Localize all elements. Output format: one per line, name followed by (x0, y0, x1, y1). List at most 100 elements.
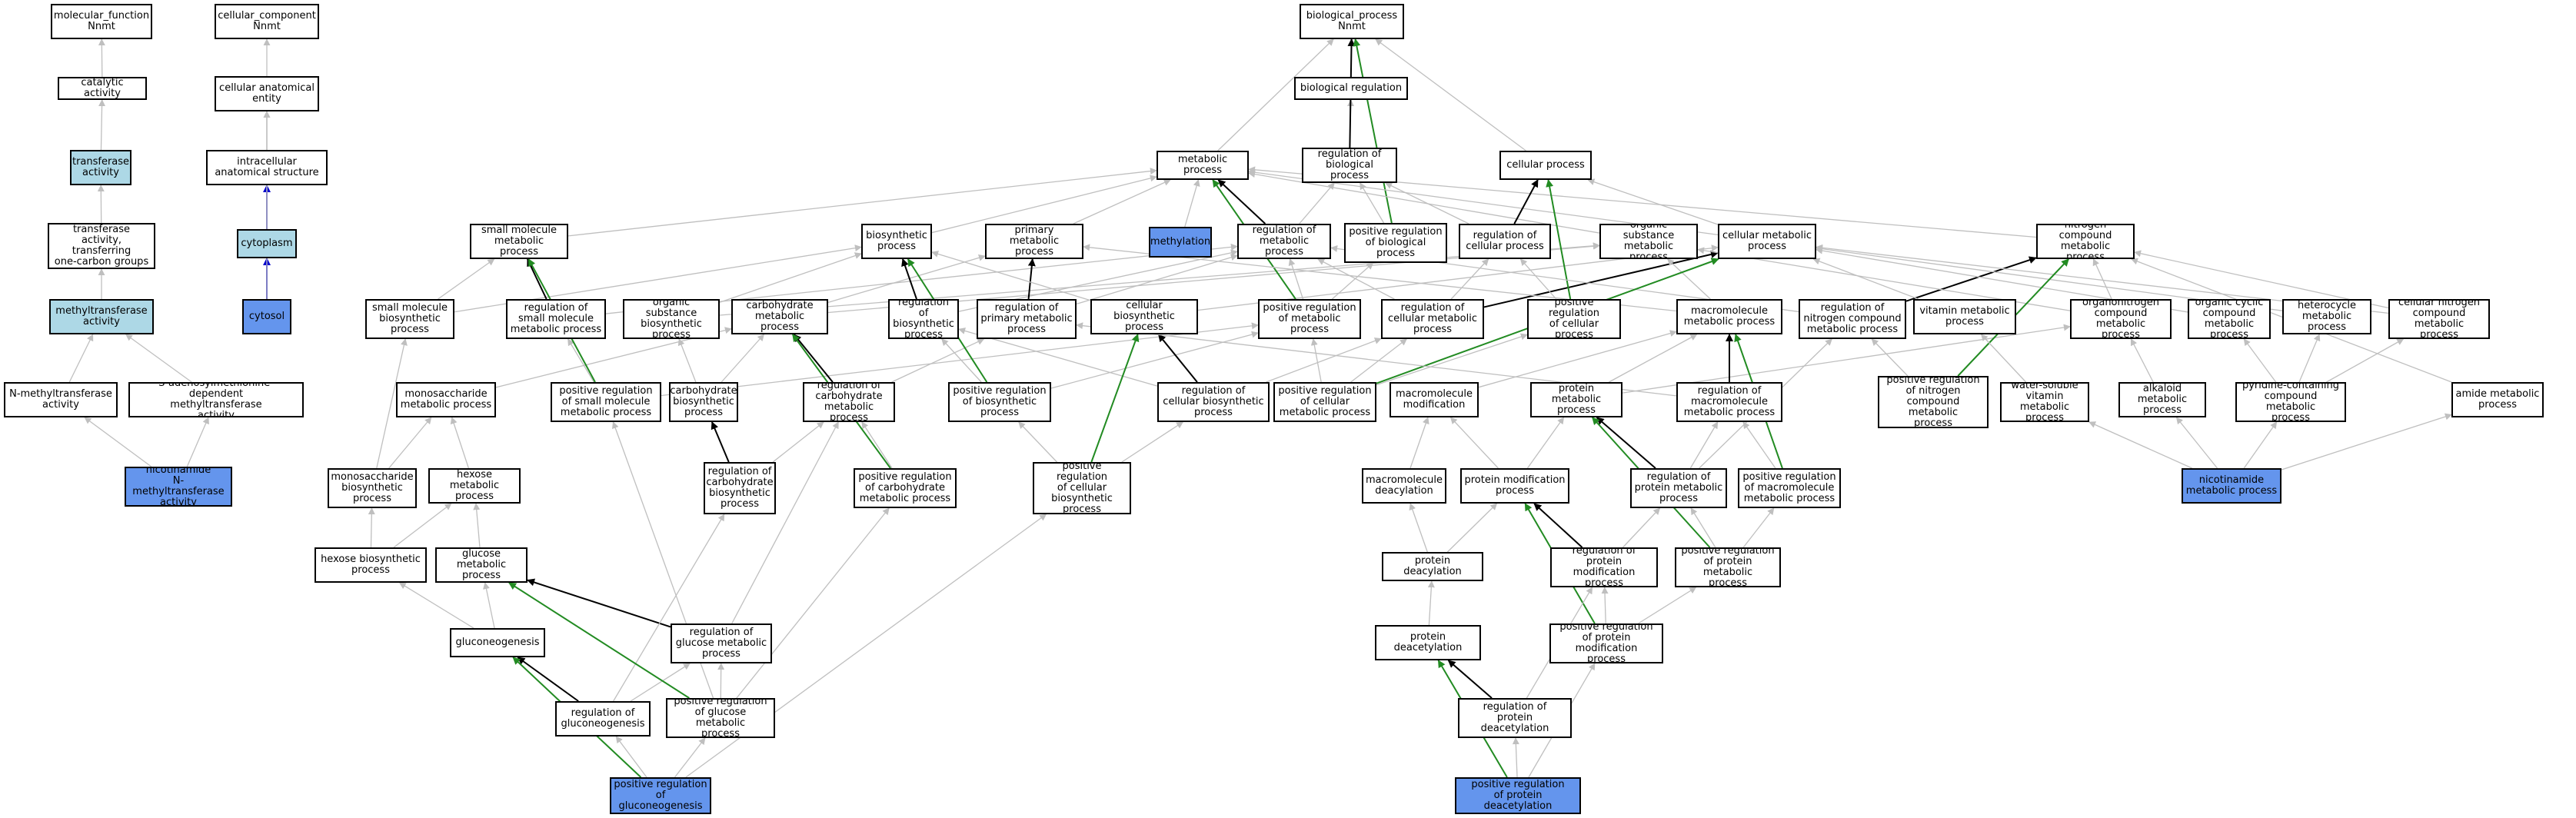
go-term-rsmmp[interactable]: regulation of small molecule metabolic p… (506, 299, 606, 339)
edge-macmod-to-macmp (1478, 330, 1677, 388)
go-term-prmacmp[interactable]: positive regulation of macromolecule met… (1738, 468, 1841, 508)
go-term-glucneo[interactable]: gluconeogenesis (450, 628, 545, 657)
go-term-prcmp[interactable]: positive regulation of cellular metaboli… (1273, 382, 1376, 422)
go-term-cbiosp[interactable]: cellular biosynthetic process (1090, 299, 1198, 334)
go-term-monomp[interactable]: monosaccharide metabolic process (396, 382, 496, 417)
go-term-biosp[interactable]: biosynthetic process (861, 224, 932, 259)
go-term-pmp[interactable]: primary metabolic process (985, 224, 1083, 259)
go-term-cat[interactable]: catalytic activity (58, 77, 147, 100)
go-term-bp[interactable]: biological_process Nnmt (1300, 4, 1404, 39)
go-term-rncmp[interactable]: regulation of nitrogen compound metaboli… (1799, 299, 1906, 339)
go-term-alkmp[interactable]: alkaloid metabolic process (2118, 382, 2206, 417)
go-term-cyto[interactable]: cytoplasm (237, 229, 297, 258)
go-term-rprotmp[interactable]: regulation of protein metabolic process (1630, 468, 1727, 508)
edge-rgluconeo-to-glucneo (517, 657, 579, 702)
go-term-cae[interactable]: cellular anatomical entity (215, 76, 319, 111)
go-term-prbp[interactable]: positive regulation of biological proces… (1344, 223, 1447, 263)
go-term-ta[interactable]: transferase activity (70, 150, 131, 185)
go-term-protmod[interactable]: protein modification process (1460, 468, 1569, 504)
edge-protdeacet-to-protdeac (1427, 580, 1435, 626)
go-term-cmp[interactable]: cellular metabolic process (1718, 224, 1816, 259)
go-term-rpmp[interactable]: regulation of primary metabolic process (977, 299, 1077, 339)
go-term-monobp[interactable]: monosaccharide biosynthetic process (328, 468, 417, 508)
go-term-rcbiosp[interactable]: regulation of cellular biosynthetic proc… (1157, 382, 1270, 422)
go-term-smbp[interactable]: small molecule biosynthetic process (365, 299, 454, 339)
go-term-prgluconeo[interactable]: positive regulation of gluconeogenesis (610, 777, 711, 814)
go-term-hexbp[interactable]: hexose biosynthetic process (315, 547, 427, 583)
go-term-pyrmp[interactable]: pyridine-containing compound metabolic p… (2235, 382, 2346, 422)
go-term-rmp[interactable]: regulation of metabolic process (1237, 224, 1331, 259)
go-term-hexmp[interactable]: hexose metabolic process (428, 468, 521, 504)
edge-rncmp-to-ncmp (1905, 256, 2037, 302)
go-term-samdmta[interactable]: S-adenosylmethionine-dependent methyltra… (128, 382, 304, 417)
go-term-nnmta[interactable]: nicotinamide N-methyltransferase activit… (125, 467, 232, 507)
go-term-nicmp[interactable]: nicotinamide metabolic process (2182, 468, 2281, 504)
edge-macmp-to-osmp (1666, 258, 1711, 300)
edge-nnmta-to-nmta (84, 417, 152, 467)
go-term-occmp[interactable]: organic cyclic compound metabolic proces… (2188, 299, 2271, 339)
go-term-cellp[interactable]: cellular process (1499, 151, 1592, 180)
go-term-prmp[interactable]: positive regulation of metabolic process (1258, 299, 1361, 339)
go-term-macmp[interactable]: macromolecule metabolic process (1676, 299, 1782, 334)
go-term-metp[interactable]: metabolic process (1157, 151, 1249, 180)
go-term-macdeac[interactable]: macromolecule deacylation (1362, 468, 1446, 504)
go-term-rcarbbp[interactable]: regulation of carbohydrate biosynthetic … (704, 462, 776, 514)
go-term-macmod[interactable]: macromolecule modification (1390, 382, 1479, 417)
go-term-hetmp[interactable]: heterocycle metabolic process (2282, 299, 2371, 334)
go-term-rgluconeo[interactable]: regulation of gluconeogenesis (555, 701, 651, 737)
edge-nicmp-to-wsvmp (2088, 421, 2192, 469)
go-term-prglucmp[interactable]: positive regulation of glucose metabolic… (666, 698, 775, 738)
go-term-prcbiosp[interactable]: positive regulation of cellular biosynth… (1033, 462, 1131, 514)
go-term-prprotmp[interactable]: positive regulation of protein metabolic… (1675, 547, 1781, 587)
go-term-osbp[interactable]: organic substance biosynthetic process (623, 299, 720, 339)
go-term-protmp[interactable]: protein metabolic process (1530, 382, 1622, 417)
go-term-smmp[interactable]: small molecule metabolic process (470, 224, 568, 259)
go-term-rglucmp[interactable]: regulation of glucose metabolic process (671, 623, 772, 663)
go-term-breg[interactable]: biological regulation (1294, 77, 1408, 100)
go-term-protdeacet[interactable]: protein deacetylation (1375, 625, 1481, 660)
go-term-rcmp[interactable]: regulation of cellular metabolic process (1381, 299, 1484, 339)
go-term-rbiosp[interactable]: regulation of biosynthetic process (888, 299, 959, 339)
go-term-mta[interactable]: methyltransferase activity (49, 299, 154, 334)
go-term-prprotdeac[interactable]: positive regulation of protein deacetyla… (1455, 777, 1581, 814)
go-term-nmta[interactable]: N-methyltransferase activity (4, 382, 118, 417)
go-term-prcarbmp[interactable]: positive regulation of carbohydrate meta… (854, 468, 957, 508)
edge-rprotmod-to-protmod (1533, 503, 1583, 548)
go-term-carbbp[interactable]: carbohydrate biosynthetic process (669, 382, 738, 422)
edge-prcmp-to-prcp (1376, 333, 1528, 386)
go-term-rbp[interactable]: regulation of biological process (1302, 148, 1397, 183)
go-term-wsvmp[interactable]: water-soluble vitamin metabolic process (2000, 382, 2089, 422)
go-term-rmacmp[interactable]: regulation of macromolecule metabolic pr… (1676, 382, 1782, 422)
go-term-prcp[interactable]: positive regulation of cellular process (1527, 299, 1621, 339)
go-term-prprotmod[interactable]: positive regulation of protein modificat… (1549, 623, 1663, 663)
go-term-ncmp[interactable]: nitrogen compound metabolic process (2036, 224, 2135, 259)
go-term-carbmp[interactable]: carbohydrate metabolic process (731, 299, 828, 334)
go-term-rprotdeac[interactable]: regulation of protein deacetylation (1458, 698, 1572, 738)
edge-rprotmod-to-rprotmp (1622, 507, 1661, 548)
edge-rcbiosp-to-rcmp (1266, 338, 1382, 383)
go-term-rcarbmp[interactable]: regulation of carbohydrate metabolic pro… (803, 382, 895, 422)
go-term-mf[interactable]: molecular_function Nnmt (51, 4, 152, 39)
edge-cbiosp-to-biosp (931, 251, 1091, 301)
edge-biosp-to-metp (931, 175, 1157, 234)
go-term-cytosol[interactable]: cytosol (242, 299, 291, 334)
go-term-oncmp[interactable]: organonitrogen compound metabolic proces… (2070, 299, 2172, 339)
go-term-prncmp[interactable]: positive regulation of nitrogen compound… (1878, 376, 1989, 428)
go-term-tatocg[interactable]: transferase activity, transferring one-c… (48, 223, 155, 269)
edge-cmp-to-cellp (1587, 178, 1719, 225)
go-term-rcp[interactable]: regulation of cellular process (1459, 224, 1551, 259)
go-term-vitmp[interactable]: vitamin metabolic process (1913, 299, 2016, 334)
go-term-methyl[interactable]: methylation (1149, 227, 1212, 258)
go-term-prbiosp[interactable]: positive regulation of biosynthetic proc… (948, 382, 1051, 422)
edge-rsmmp-to-smmp (527, 258, 547, 300)
go-term-prsmmp[interactable]: positive regulation of small molecule me… (551, 382, 661, 422)
go-term-glucmp[interactable]: glucose metabolic process (435, 547, 528, 583)
edge-nicmp-to-amidemp (2281, 413, 2452, 471)
go-term-cc[interactable]: cellular_component Nnmt (215, 4, 319, 39)
go-term-ias[interactable]: intracellular anatomical structure (206, 150, 328, 185)
go-term-amidemp[interactable]: amide metabolic process (2451, 382, 2544, 417)
go-term-rprotmod[interactable]: regulation of protein modification proce… (1550, 547, 1658, 587)
go-term-osmp[interactable]: organic substance metabolic process (1599, 224, 1698, 259)
go-term-cncmp[interactable]: cellular nitrogen compound metabolic pro… (2388, 299, 2490, 339)
go-term-protdeac[interactable]: protein deacylation (1382, 552, 1483, 581)
